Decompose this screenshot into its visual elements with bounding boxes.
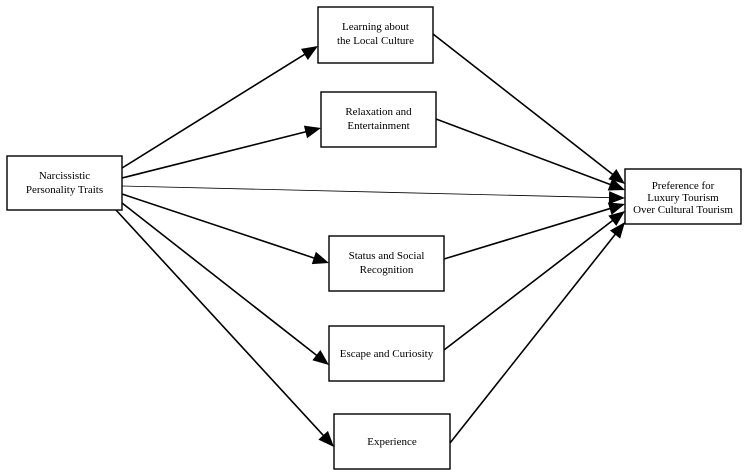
arrowheads-layer <box>300 46 625 447</box>
node-learning-about-local-culture: Learning about the Local Culture <box>317 6 434 64</box>
node-narcissistic-personality-traits: Narcissistic Personality Traits <box>6 155 123 211</box>
edge-npt-to-escape <box>121 202 319 358</box>
arrowhead-experience-to-pref <box>609 222 625 239</box>
arrowhead-npt-to-relax <box>303 125 321 139</box>
node-label-line: the Local Culture <box>337 35 414 47</box>
arrowhead-npt-to-pref <box>608 191 625 205</box>
nodes-layer: Narcissistic Personality Traits Learning… <box>6 6 742 470</box>
node-label-line: Relaxation and <box>345 106 412 118</box>
edge-status-to-pref <box>443 207 612 260</box>
node-escape-and-curiosity: Escape and Curiosity <box>328 325 445 382</box>
node-label-line: Experience <box>367 436 417 448</box>
node-label-line: Over Cultural Tourism <box>633 204 733 216</box>
node-box <box>333 413 451 470</box>
node-label-line: Preference for <box>652 180 715 192</box>
arrowhead-escape-to-pref <box>608 211 625 226</box>
edge-npt-to-experience <box>115 209 326 438</box>
node-label-line: Luxury Tourism <box>647 192 719 204</box>
arrowhead-npt-to-experience <box>318 430 334 447</box>
arrowhead-relax-to-pref <box>607 178 625 191</box>
edge-experience-to-pref <box>449 232 617 444</box>
edge-relax-to-pref <box>435 118 613 186</box>
edge-npt-to-local <box>121 52 307 169</box>
node-box <box>328 325 445 382</box>
arrowhead-status-to-pref <box>607 202 625 215</box>
node-box <box>317 6 434 64</box>
edges-layer <box>115 33 617 444</box>
node-experience: Experience <box>333 413 451 470</box>
node-relaxation-and-entertainment: Relaxation and Entertainment <box>320 91 437 148</box>
node-box <box>624 168 742 225</box>
arrowhead-local-to-pref <box>608 169 625 184</box>
node-box <box>328 235 445 292</box>
node-label-line: Personality Traits <box>26 184 103 196</box>
edge-npt-to-status <box>121 193 316 260</box>
arrowhead-npt-to-escape <box>312 350 329 365</box>
arrowhead-npt-to-local <box>300 46 318 60</box>
node-label-line: Escape and Curiosity <box>340 348 434 360</box>
edge-npt-to-relax <box>121 130 308 179</box>
node-label-line: Recognition <box>360 264 414 276</box>
node-box <box>6 155 123 211</box>
node-label-line: Narcissistic <box>39 170 90 182</box>
node-preference-for-luxury-tourism: Preference for Luxury Tourism Over Cultu… <box>624 168 742 225</box>
edge-local-to-pref <box>432 33 615 177</box>
node-box <box>320 91 437 148</box>
node-status-and-social-recognition: Status and Social Recognition <box>328 235 445 292</box>
node-label-line: Learning about <box>342 21 409 33</box>
edge-escape-to-pref <box>443 218 615 351</box>
node-label-line: Status and Social <box>349 250 425 262</box>
edge-npt-to-pref <box>121 185 612 199</box>
arrowhead-npt-to-status <box>311 251 329 265</box>
node-label-line: Entertainment <box>347 120 409 132</box>
